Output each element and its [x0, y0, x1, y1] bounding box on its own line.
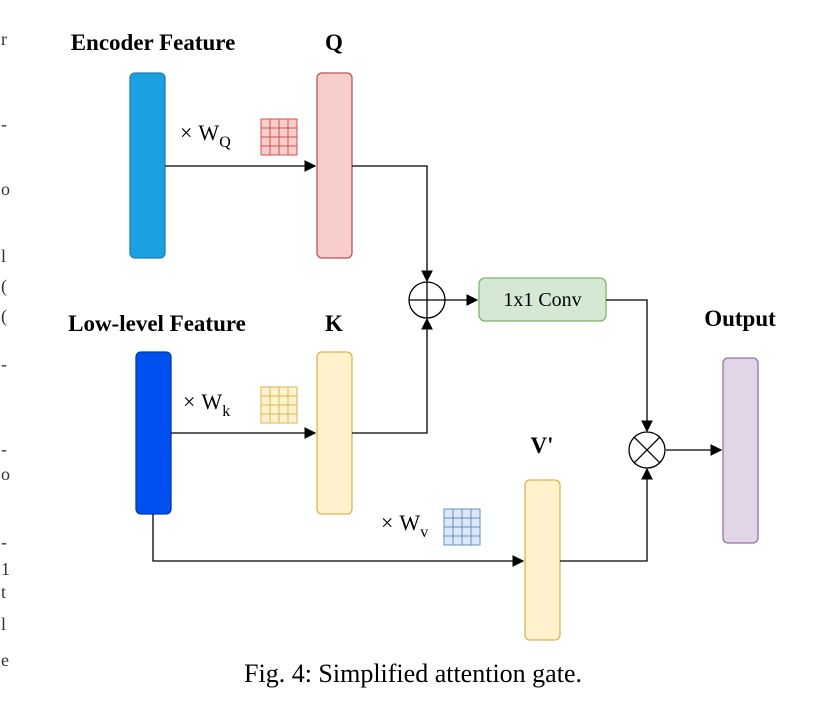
add-operator-icon [408, 281, 446, 319]
output-label: Output [704, 306, 776, 331]
gutter-glyph: r [1, 29, 7, 49]
q-to-add-arrow [352, 165, 433, 283]
conv-to-multiply-arrow [606, 299, 653, 433]
gutter-glyph: o [1, 179, 10, 199]
gutter-glyph: - [1, 532, 7, 552]
wk-grid-icon [260, 386, 298, 424]
gutter-glyph: t [1, 582, 6, 602]
multiply-operator-icon [628, 431, 666, 469]
wq-grid-icon [260, 118, 298, 156]
q-bar [316, 72, 353, 259]
wq-weight-label: ×WQ [180, 120, 231, 151]
gutter-glyph: o [1, 464, 10, 484]
gutter-glyph: l [1, 614, 6, 634]
k-bar [316, 351, 353, 515]
low-level-feature-label: Low-level Feature [68, 311, 246, 336]
wv-weight-label: ×Wv [381, 510, 428, 541]
figure-caption: Fig. 4: Simplified attention gate. [244, 659, 582, 688]
v-prime-bar [524, 479, 561, 641]
output-bar [722, 357, 759, 544]
gutter-glyph: e [1, 650, 9, 670]
gutter-glyph: - [1, 439, 7, 459]
gutter-glyph: l [1, 246, 6, 266]
k-to-add-arrow [352, 317, 433, 434]
wk-weight-label: ×Wk [183, 389, 230, 420]
gutter-glyph: - [1, 354, 7, 374]
encoder-feature-label: Encoder Feature [71, 30, 236, 55]
v-to-multiply-arrow [560, 467, 653, 562]
gutter-glyph: - [1, 114, 7, 134]
k-label: K [325, 311, 343, 336]
gutter-glyph: ( [1, 276, 7, 297]
lowlevel-to-v-arrow [152, 514, 525, 567]
conv-1x1-label: 1x1 Conv [503, 289, 581, 311]
q-label: Q [325, 30, 343, 55]
encoder-feature-bar [129, 72, 166, 259]
v-prime-label: V' [531, 433, 554, 458]
gutter-glyph: 1 [1, 559, 10, 579]
connectors [152, 160, 723, 567]
wv-grid-icon [443, 508, 481, 546]
low-level-feature-bar [135, 351, 172, 515]
gutter-glyph: ( [1, 306, 7, 327]
